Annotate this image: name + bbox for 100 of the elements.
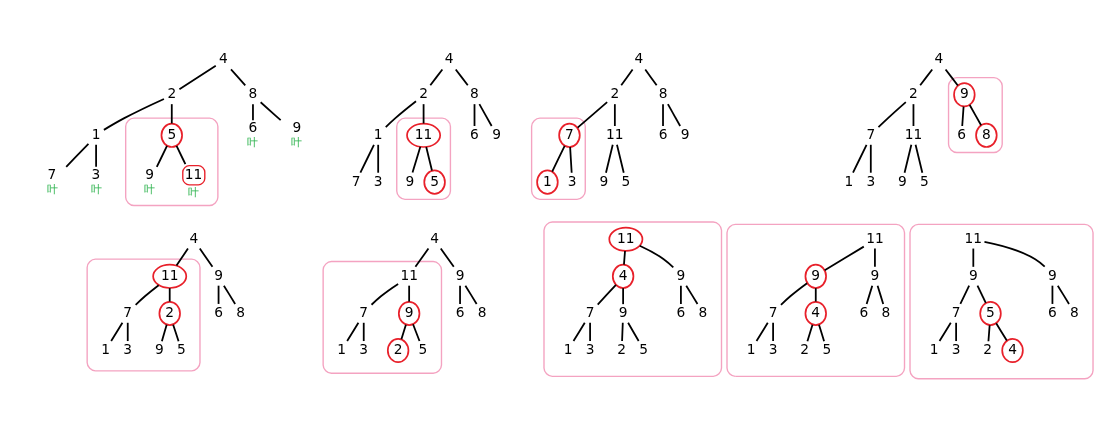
connector [478, 103, 493, 127]
node-text: 4 [430, 229, 439, 246]
node-text: 5 [639, 341, 649, 357]
node-text: 6 [1048, 303, 1057, 320]
node-text: 9 [405, 172, 415, 189]
node-text: 11 [904, 125, 923, 142]
connector [874, 247, 876, 268]
connector [400, 323, 407, 341]
node-text: 8 [698, 303, 708, 320]
node-text: 9 [1048, 266, 1057, 283]
cluster [947, 76, 1003, 154]
cluster [530, 117, 586, 200]
node-ellipse: 7 [558, 122, 581, 148]
connector [983, 240, 1046, 268]
node-text: 9 [145, 165, 155, 182]
node-text: 9 [155, 341, 164, 357]
connector [223, 284, 237, 305]
node-text: 3 [359, 341, 369, 357]
node-text: 9 [599, 172, 609, 189]
connector [852, 143, 868, 174]
connector [596, 283, 617, 306]
connector [869, 143, 872, 174]
node-text: 5 [418, 341, 428, 357]
connector [572, 321, 586, 342]
connector [959, 284, 971, 305]
node-text: 6 [214, 303, 223, 320]
connector [370, 283, 400, 306]
node-ellipse: 4 [611, 263, 635, 289]
connector [995, 322, 1008, 342]
node-text: 9 [492, 125, 501, 142]
connector [877, 101, 907, 129]
node-ellipse: 4 [804, 300, 827, 326]
node-text: 4 [634, 50, 644, 67]
connector [605, 143, 614, 174]
connector [134, 284, 160, 306]
connector [806, 323, 814, 343]
connector [622, 287, 624, 306]
connector [155, 145, 168, 168]
node-text: 6 [859, 303, 869, 320]
node-text: 1 [746, 341, 756, 357]
node-text: 1 [844, 172, 854, 189]
node-text: 2 [419, 85, 428, 102]
node-ellipse: 11 [608, 226, 644, 252]
node-text: 8 [236, 303, 245, 320]
connector [414, 247, 430, 268]
connector [627, 321, 640, 342]
node-text: 2 [800, 341, 810, 357]
connector [755, 321, 769, 342]
node-ellipse: 2 [386, 338, 410, 364]
connector [168, 287, 171, 303]
node-text: 2 [617, 341, 627, 357]
connector [944, 68, 959, 87]
connector [425, 146, 433, 172]
connector [919, 68, 934, 87]
connector [621, 321, 624, 342]
cluster [909, 223, 1094, 380]
connector [638, 244, 675, 269]
node-text: 8 [477, 303, 487, 320]
cluster [543, 221, 723, 378]
node-text: 9 [898, 172, 907, 189]
node-text: 11 [606, 125, 624, 142]
connector [172, 323, 180, 343]
connector [459, 284, 461, 305]
node-ellipse: 4 [1001, 338, 1024, 364]
node-text: 6 [658, 125, 668, 142]
node-text: 1 [373, 125, 383, 142]
connector [667, 103, 682, 127]
connector [473, 103, 476, 127]
connector [623, 250, 626, 266]
node-label: 叶 [188, 185, 200, 199]
node-text: 2 [909, 85, 918, 102]
connector [912, 103, 915, 127]
node-text: 9 [968, 266, 978, 283]
node-text: 7 [866, 125, 876, 142]
node-text: 7 [951, 303, 961, 320]
connector [408, 284, 411, 303]
node-text: 4 [444, 50, 454, 67]
node-text: 9 [870, 266, 880, 283]
node-ellipse: 5 [423, 169, 446, 195]
cluster [396, 117, 452, 200]
node-text: 6 [676, 303, 686, 320]
node-ellipse: 9 [804, 263, 827, 289]
node-text: 3 [567, 172, 577, 189]
node-text: 4 [219, 50, 228, 67]
node-text: 7 [351, 172, 361, 189]
cluster [726, 223, 906, 378]
node-label: 叶 [144, 183, 156, 197]
connector [976, 284, 987, 304]
node-label: 叶 [90, 183, 102, 197]
node-text: 7 [585, 303, 595, 320]
connector [818, 323, 825, 343]
node-text: 8 [881, 303, 891, 320]
connector [589, 321, 591, 342]
connector [620, 68, 634, 87]
connector [346, 321, 360, 342]
node-ellipse: 9 [953, 82, 976, 108]
node-text: 11 [400, 266, 418, 283]
node-text: 9 [676, 266, 686, 283]
connector [644, 68, 658, 87]
connector [576, 101, 609, 129]
